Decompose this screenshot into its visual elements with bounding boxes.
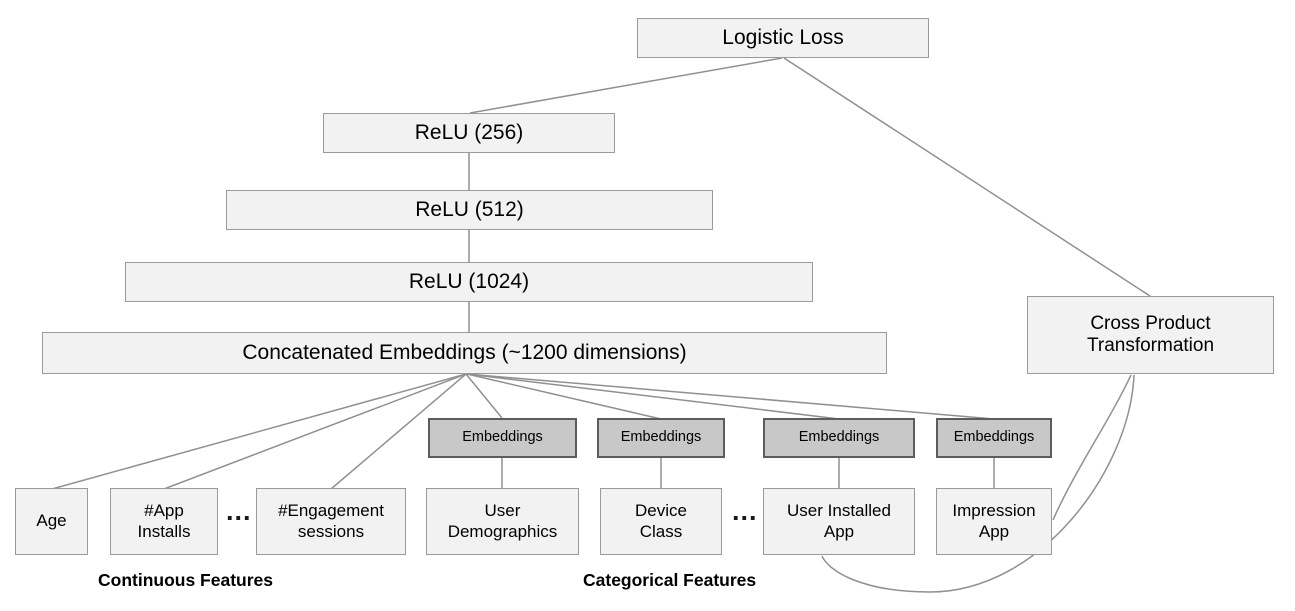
ellipsis-continuous: ... xyxy=(226,496,252,526)
edge-concat-to-emb4 xyxy=(466,373,995,420)
node-relu-256-label: ReLU (256) xyxy=(414,120,524,144)
caption-categorical-features: Categorical Features xyxy=(583,570,757,590)
node-relu-512-label: ReLU (512) xyxy=(415,197,524,221)
node-feature-age-label: Age xyxy=(36,511,67,531)
node-relu-1024-label: ReLU (1024) xyxy=(408,269,530,293)
edge-concat-to-age xyxy=(51,373,467,490)
node-embeddings-4[interactable]: Embeddings xyxy=(936,418,1052,458)
node-logistic-loss[interactable]: Logistic Loss xyxy=(637,18,929,58)
node-concatenated-embeddings-label: Concatenated Embeddings (~1200 dimension… xyxy=(242,340,687,364)
node-cross-product-transformation[interactable]: Cross Product Transformation xyxy=(1027,296,1274,374)
node-embeddings-2-label: Embeddings xyxy=(620,429,702,446)
node-logistic-loss-label: Logistic Loss xyxy=(722,25,844,49)
node-embeddings-3-label: Embeddings xyxy=(798,429,880,446)
node-relu-256[interactable]: ReLU (256) xyxy=(323,113,615,153)
edge-cross-to-impressionapp xyxy=(1052,374,1132,521)
edge-concat-to-emb1 xyxy=(465,373,503,419)
node-embeddings-3[interactable]: Embeddings xyxy=(763,418,915,458)
caption-continuous-features: Continuous Features xyxy=(98,570,274,590)
node-relu-512[interactable]: ReLU (512) xyxy=(226,190,713,230)
node-concatenated-embeddings[interactable]: Concatenated Embeddings (~1200 dimension… xyxy=(42,332,887,374)
node-embeddings-4-label: Embeddings xyxy=(953,429,1035,446)
edge-concat-to-appinstalls xyxy=(163,373,467,490)
node-feature-age[interactable]: Age xyxy=(15,488,88,555)
ellipsis-categorical: ... xyxy=(732,496,758,526)
edge-cross-to-installedapp xyxy=(821,374,1135,593)
node-embeddings-1[interactable]: Embeddings xyxy=(428,418,577,458)
edge-concat-to-emb2 xyxy=(466,373,662,420)
node-cross-product-transformation-label: Cross Product Transformation xyxy=(1086,312,1215,356)
node-relu-1024[interactable]: ReLU (1024) xyxy=(125,262,813,302)
node-embeddings-1-label: Embeddings xyxy=(462,429,543,446)
node-embeddings-2[interactable]: Embeddings xyxy=(597,418,725,458)
edge-concat-to-emb3 xyxy=(466,373,840,420)
edge-loss-to-relu256 xyxy=(469,57,783,114)
edge-loss-to-cross xyxy=(783,57,1151,297)
